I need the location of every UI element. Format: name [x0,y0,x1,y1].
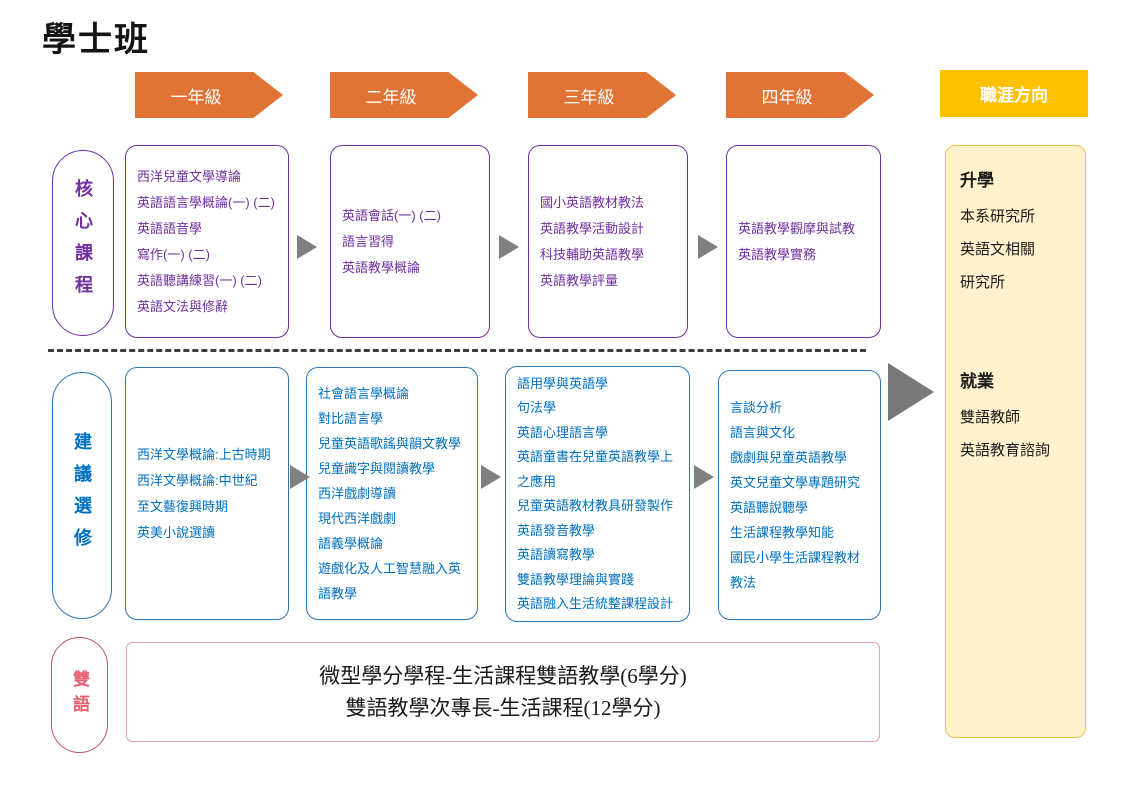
course-line: 現代西洋戲劇 [318,511,397,526]
course-line: 語言習得 [342,233,395,249]
bilingual-program-line: 雙語教學次專長-生活課程(12學分) [345,696,661,720]
flow-arrow-icon [481,465,501,489]
year3-header-arrow: 三年級 [528,72,676,118]
course-line: 英語語音學 [137,220,203,236]
career-item-list: 雙語教師英語教育諮詢 [960,401,1079,467]
course-line: 語教學 [318,586,358,601]
electives-label: 建議選修 [52,372,112,619]
career-item: 英語教育諮詢 [960,442,1051,459]
course-line: 兒童英語歌謠與韻文教學 [318,436,462,451]
course-line: 雙語教學理論與實踐 [517,571,635,587]
electives-year2-box: 社會語言學概論對比語言學兒童英語歌謠與韻文教學兒童識字與閱讀教學西洋戲劇導讀現代… [306,367,478,620]
course-line: 英語融入生活統整課程設計 [517,596,674,611]
core-year2-box: 英語會話(一) (二) 語言習得英語教學概論 [330,145,490,338]
career-item: 英語文相關 [960,241,1036,258]
year2-header-label: 二年級 [365,87,417,107]
course-line: 生活課程教學知能 [730,525,835,540]
year1-header-label: 一年級 [170,87,222,107]
course-line: 言談分析 [730,400,783,415]
course-line: 兒童英語教材教具研發製作 [517,498,674,513]
course-line: 英語教學概論 [342,259,421,275]
career-section-employment: 就業 雙語教師英語教育諮詢 [960,367,1079,467]
year4-header-label: 四年級 [761,87,813,107]
career-item-list: 本系研究所英語文相關研究所 [960,200,1079,299]
course-line: 國小英語教材教法 [540,194,645,210]
course-line: 英語心理語言學 [517,424,609,440]
career-header-label: 職涯方向 [980,86,1048,105]
core-year1-box: 西洋兒童文學導論英語語言學概論(一) (二) 英語語音學寫作(一) (二) 英語聽講… [125,145,289,338]
year1-header-arrow: 一年級 [135,72,283,118]
course-line: 英語教學活動設計 [540,220,645,236]
electives-year1-box: 西洋文學概論:上古時期西洋文學概論:中世紀至文藝復興時期英美小說選讀 [125,367,289,620]
course-line: 語用學與英語學 [517,375,609,391]
course-line: 戲劇與兒童英語教學 [730,450,848,465]
course-line: 至文藝復興時期 [137,498,229,514]
bilingual-program-line: 微型學分學程-生活課程雙語教學(6學分) [319,664,687,688]
course-line: 語義學概論 [318,536,384,551]
core-year4-box: 英語教學觀摩與試教英語教學實務 [726,145,881,338]
course-line: 英語語言學概論(一) (二) [137,194,275,210]
bilingual-program-box: 微型學分學程-生活課程雙語教學(6學分) 雙語教學次專長-生活課程(12學分) [126,642,880,742]
core-year3-box: 國小英語教材教法英語教學活動設計科技輔助英語教學英語教學評量 [528,145,688,338]
flow-arrow-icon [297,235,317,259]
course-line: 社會語言學概論 [318,386,410,401]
page-title: 學士班 [42,21,150,59]
career-item: 研究所 [960,274,1006,291]
course-line: 西洋戲劇導讀 [318,486,397,501]
course-line: 英語文法與修辭 [137,298,229,314]
course-line: 教法 [730,575,757,590]
flow-arrow-icon [694,465,714,489]
course-line: 英語教學實務 [738,246,817,262]
bilingual-label: 雙語 [51,637,108,753]
course-line: 英語教學觀摩與試教 [738,220,856,236]
course-line: 英語聽說聽學 [730,500,809,515]
career-item: 雙語教師 [960,409,1021,426]
course-line: 英語童書在兒童英語教學上 [517,449,674,464]
course-line: 國民小學生活課程教材 [730,550,861,565]
course-line: 英語教學評量 [540,272,619,288]
career-section-heading: 就業 [960,372,994,391]
row-divider [48,349,866,352]
flow-arrow-icon [499,235,519,259]
course-line: 英語會話(一) (二) [342,207,441,223]
course-line: 寫作(一) (二) [137,246,210,262]
course-line: 西洋兒童文學導論 [137,168,242,184]
career-item: 本系研究所 [960,208,1036,225]
electives-year4-box: 言談分析語言與文化戲劇與兒童英語教學英文兒童文學專題研究英語聽說聽學生活課程教學… [718,370,881,620]
course-line: 西洋文學概論:中世紀 [137,472,258,488]
flow-arrow-icon [290,465,310,489]
career-header: 職涯方向 [940,70,1088,117]
course-line: 對比語言學 [318,411,384,426]
course-line: 兒童識字與閱讀教學 [318,461,436,476]
course-line: 之應用 [517,473,557,489]
career-section-heading: 升學 [960,171,994,190]
year4-header-arrow: 四年級 [726,72,874,118]
year3-header-label: 三年級 [563,87,615,107]
career-section-further-study: 升學 本系研究所英語文相關研究所 [960,166,1079,299]
course-line: 句法學 [517,400,557,415]
course-line: 英美小說選讀 [137,524,216,540]
course-line: 英語發音教學 [517,522,596,538]
course-line: 英語讀寫教學 [517,547,596,562]
core-courses-label: 核心課程 [52,150,114,336]
course-line: 英文兒童文學專題研究 [730,475,861,490]
electives-year3-box: 語用學與英語學句法學英語心理語言學英語童書在兒童英語教學上之應用兒童英語教材教具… [505,366,690,622]
course-line: 科技輔助英語教學 [540,246,645,262]
career-panel: 升學 本系研究所英語文相關研究所 就業 雙語教師英語教育諮詢 [945,145,1086,738]
flow-arrow-icon [698,235,718,259]
year2-header-arrow: 二年級 [330,72,478,118]
course-line: 西洋文學概論:上古時期 [137,446,271,462]
course-line: 語言與文化 [730,425,796,440]
course-line: 遊戲化及人工智慧融入英 [318,561,462,576]
course-line: 英語聽講練習(一) (二) [137,272,262,288]
career-flow-arrow-icon [888,363,934,421]
